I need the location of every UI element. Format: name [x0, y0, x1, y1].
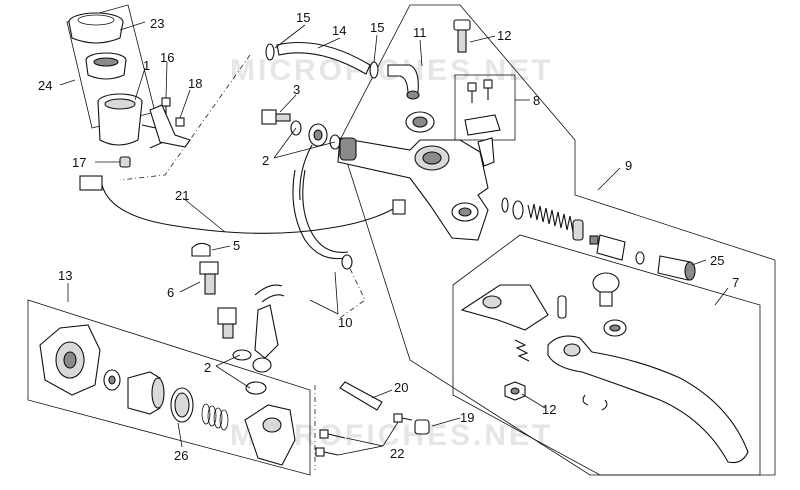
callout-15-right: 15 — [370, 20, 384, 35]
callout-23: 23 — [150, 16, 164, 31]
callout-12-bottom: 12 — [542, 402, 556, 417]
callout-7: 7 — [732, 275, 739, 290]
callout-9: 9 — [625, 158, 632, 173]
pivot-nut-12 — [504, 381, 526, 401]
callout-15-left: 15 — [296, 10, 310, 25]
callout-22: 22 — [390, 446, 404, 461]
callout-11: 11 — [413, 25, 427, 40]
screw-12-top — [453, 19, 471, 53]
slave-cover — [244, 404, 296, 466]
callout-19: 19 — [460, 410, 474, 425]
bleed-cap-19 — [414, 419, 430, 435]
dowel-pin-20 — [339, 381, 383, 411]
banjo-fitting-upper — [299, 123, 328, 201]
hose-fitting-lower — [217, 284, 285, 359]
callout-labels: 23 24 1 16 18 17 21 15 14 15 11 12 8 9 2… — [38, 10, 739, 463]
hose-clip-17 — [119, 156, 131, 168]
bleed-valve-6 — [199, 261, 219, 295]
callout-2-upper: 2 — [262, 153, 269, 168]
slave-piston-seal — [170, 387, 194, 423]
bar-end-weight-25 — [657, 255, 696, 281]
callout-16: 16 — [160, 50, 174, 65]
reservoir-hose — [276, 41, 371, 75]
callout-10: 10 — [338, 315, 352, 330]
slave-piston — [127, 371, 165, 415]
callout-25: 25 — [710, 253, 724, 268]
callout-3: 3 — [293, 82, 300, 97]
callout-1: 1 — [143, 58, 150, 73]
lever-pin — [557, 295, 567, 319]
slave-spring — [201, 403, 229, 431]
clutch-lever — [547, 335, 749, 464]
clutch-hose — [292, 169, 353, 270]
lever-spring — [514, 339, 530, 362]
elbow-fitting-11 — [387, 64, 435, 133]
routing-line-hose — [339, 257, 366, 319]
master-cylinder-group-outline — [339, 4, 776, 476]
lever-circlip — [582, 394, 608, 411]
hose-clamp-15-right — [369, 61, 379, 79]
callout-2-lower: 2 — [204, 360, 211, 375]
banjo-bolt-3 — [261, 109, 291, 125]
reservoir-diaphragm — [85, 52, 127, 80]
callout-12-top: 12 — [497, 28, 511, 43]
slave-seal-ring — [103, 369, 121, 391]
adjuster-knob — [592, 272, 627, 337]
master-cylinder-body — [337, 137, 495, 241]
callout-24: 24 — [38, 78, 52, 93]
callout-5: 5 — [233, 238, 240, 253]
callout-21: 21 — [175, 188, 189, 203]
screw-18 — [175, 117, 185, 127]
reservoir-cap — [68, 12, 124, 44]
slave-cylinder-group-outline — [27, 299, 311, 476]
callout-13: 13 — [58, 268, 72, 283]
clutch-switch-wire — [79, 175, 406, 234]
leader-lines — [59, 21, 729, 456]
slave-cylinder-body — [39, 324, 101, 396]
callout-20: 20 — [394, 380, 408, 395]
lever-pivot-block — [460, 284, 549, 331]
lever-group-outline — [452, 234, 761, 476]
callout-18: 18 — [188, 76, 202, 91]
callout-14: 14 — [332, 23, 346, 38]
callout-17: 17 — [72, 155, 86, 170]
bleed-cap-5 — [191, 242, 211, 257]
bracket-kit-8 — [464, 79, 501, 136]
piston-kit-9 — [501, 197, 645, 265]
callout-6: 6 — [167, 285, 174, 300]
hose-clamp-15-left — [265, 43, 275, 61]
sealing-washers-lower — [232, 349, 272, 395]
callout-26: 26 — [174, 448, 188, 463]
callout-8: 8 — [533, 93, 540, 108]
routing-line-left — [119, 54, 251, 181]
